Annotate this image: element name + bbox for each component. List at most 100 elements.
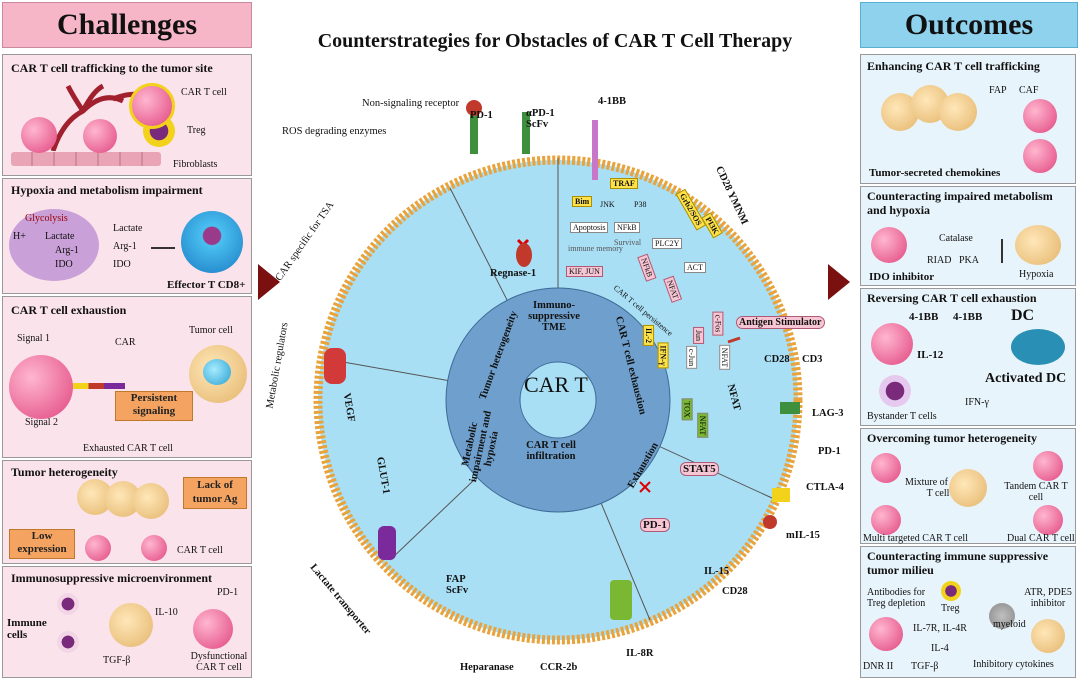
label: IL-15 xyxy=(704,566,730,577)
label: CAF xyxy=(1019,85,1039,96)
label: Regnase-1 xyxy=(490,268,537,279)
label: Multi targeted CAR T cell xyxy=(863,533,968,544)
car-t-cell xyxy=(141,535,167,561)
section-title: Overcoming tumor heterogeneity xyxy=(867,431,1037,445)
label: Exhausted CAR T cell xyxy=(83,443,173,454)
label: IL-7R, IL-4R xyxy=(913,623,967,634)
outcome-metabolism: Counteracting impaired metabolism and hy… xyxy=(860,186,1076,286)
section-title: CAR T cell exhaustion xyxy=(11,303,127,317)
stat5-badge: STAT5 xyxy=(680,462,719,476)
label: FAP ScFv xyxy=(446,574,469,596)
label: IL-8R xyxy=(626,648,654,659)
segment-label: CAR T cell infiltration xyxy=(526,440,576,462)
car-t-cell xyxy=(1023,139,1057,173)
tumor-nucleus xyxy=(203,359,231,385)
pathway-tag: Survival xyxy=(614,238,642,247)
label: PD-1 xyxy=(217,587,239,598)
label: Catalase xyxy=(939,233,973,244)
label: Arg-1 xyxy=(113,241,137,252)
pathway-tag: c-Fos xyxy=(712,311,724,336)
label: Dysfunctional CAR T cell xyxy=(190,651,248,673)
tumor-cell xyxy=(949,469,987,507)
hypoxic-tumor xyxy=(1015,225,1061,265)
section-title: Immunosuppressive microenvironment xyxy=(11,571,213,585)
label: αPD-1 ScFv xyxy=(526,108,555,130)
pathway-tag: NFAT xyxy=(697,412,709,439)
label: CAR xyxy=(115,337,136,348)
segment-label: Immuno-suppressive TME xyxy=(528,300,580,333)
tumor-cell xyxy=(109,603,153,647)
pathway-tag: Apoptosis xyxy=(570,222,609,233)
car-t-cell xyxy=(871,453,901,483)
pathway-tag: TOX xyxy=(681,398,693,421)
red-cross-icon xyxy=(727,336,741,344)
effector-t-cell xyxy=(181,211,243,273)
b41-receptor xyxy=(592,120,598,180)
pd1-receptor xyxy=(470,112,478,154)
label: Signal 1 xyxy=(17,333,51,344)
persistent-signaling-box: Persistent signaling xyxy=(115,391,193,421)
label: Antibodies for Treg depletion xyxy=(867,587,926,609)
apd1-receptor xyxy=(522,112,530,154)
lactate-transporter xyxy=(378,526,396,560)
pathway-tag: NFAT xyxy=(719,344,731,371)
label: Heparanase xyxy=(460,662,514,673)
treg-cell xyxy=(941,581,961,601)
core-circle xyxy=(519,361,597,439)
tumor-cell xyxy=(1031,619,1065,653)
label: FAP xyxy=(989,85,1007,96)
pathway-tag: c-Jun xyxy=(686,345,698,370)
car-t-cell xyxy=(1033,505,1063,535)
label: TGF-β xyxy=(103,655,131,666)
label: Tumor cell xyxy=(189,325,233,336)
car-t-cell xyxy=(869,617,903,651)
label: IDO xyxy=(55,259,73,270)
label: RIAD xyxy=(927,255,952,266)
inhibit-icon xyxy=(151,247,175,249)
car-t-cell xyxy=(871,227,907,263)
red-cross-icon xyxy=(639,481,651,493)
label: Lactate xyxy=(113,223,143,234)
car-t-cell xyxy=(1033,451,1063,481)
label: Activated DC xyxy=(985,371,1067,386)
label: CAR T cell xyxy=(177,545,223,556)
right-arrow-icon xyxy=(828,264,850,300)
label: Effector T CD8+ xyxy=(167,279,246,291)
pathway-tag: Jun xyxy=(693,326,705,345)
label: Dual CAR T cell xyxy=(1007,533,1075,544)
label: Tumor-secreted chemokines xyxy=(869,167,1001,179)
label: PD-1 xyxy=(470,110,493,121)
label: Inhibitory cytokines xyxy=(973,659,1054,670)
label: IDO inhibitor xyxy=(869,271,935,283)
outcome-immune-suppressive: Counteracting immune suppressive tumor m… xyxy=(860,546,1076,678)
right-arrow-icon xyxy=(258,264,280,300)
label: IL-4 xyxy=(931,643,949,654)
section-title: Hypoxia and metabolism impairment xyxy=(11,183,203,197)
label: IL-10 xyxy=(155,607,178,618)
low-expression-box: Low expression xyxy=(9,529,75,559)
car-receptor xyxy=(73,383,125,389)
label: Bystander T cells xyxy=(867,411,937,422)
outcomes-header: Outcomes xyxy=(860,2,1078,48)
label: CD3 xyxy=(802,354,823,365)
label: mIL-15 xyxy=(786,530,820,541)
il8r-receptor xyxy=(610,580,632,620)
myeloid-cell xyxy=(989,603,1015,629)
pathway-tag: TRAF xyxy=(610,178,638,189)
pd1-head xyxy=(466,100,482,116)
label: Fibroblasts xyxy=(173,159,218,170)
label: DC xyxy=(1011,307,1035,324)
section-title: Enhancing CAR T cell trafficking xyxy=(867,59,1040,73)
immune-cell xyxy=(57,593,79,615)
car-t-cell xyxy=(21,117,57,153)
label: CD28 xyxy=(764,354,790,365)
inhibit-icon xyxy=(1001,239,1003,263)
label: Arg-1 xyxy=(55,245,79,256)
fibroblast-layer xyxy=(11,152,161,166)
challenge-immunosuppressive: Immunosuppressive microenvironment Immun… xyxy=(2,566,252,678)
blood-vessel-icon xyxy=(50,83,149,151)
tumor-cell xyxy=(9,209,99,281)
section-title: Tumor heterogeneity xyxy=(11,465,118,479)
label: Lactate xyxy=(45,231,75,242)
car-t-cell xyxy=(83,119,117,153)
